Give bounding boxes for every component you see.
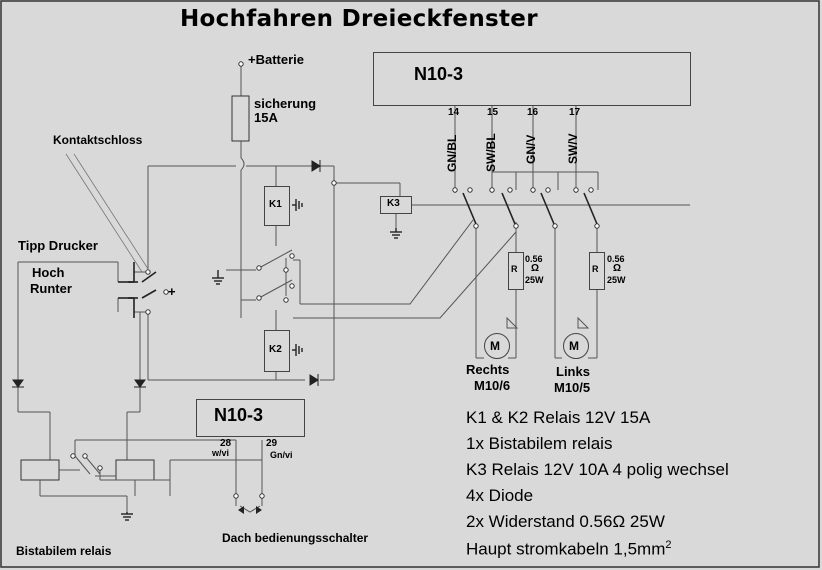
motor-left: [563, 333, 589, 359]
spec-line-5-ohm: Ω: [612, 512, 626, 531]
resistor-left: [589, 252, 605, 290]
bistable-relay-label: Bistabilem relais: [16, 544, 112, 558]
page-title: Hochfahren Dreieckfenster: [180, 6, 538, 32]
relay-k2-label: K2: [269, 344, 282, 355]
battery-label: +Batterie: [248, 52, 304, 67]
runter-label: Runter: [30, 281, 72, 296]
fuse-rating: 15A: [254, 110, 278, 125]
motor-left-label: Links: [556, 364, 590, 379]
ecu-pin-16: 16: [527, 107, 539, 118]
resistor-left-ohm: Ω: [613, 263, 622, 274]
ecu-pin-29: 29: [266, 438, 278, 449]
ecu-bottom-name: N10-3: [214, 405, 264, 425]
wire-gn-bl: GN/BL: [445, 134, 459, 172]
resistor-left-label: R: [592, 264, 599, 274]
motor-right-label: Rechts: [466, 362, 510, 377]
relay-k3-label: K3: [387, 198, 400, 209]
roof-switch-label: Dach bedienungsschalter: [222, 531, 369, 545]
ecu-top-box: [373, 52, 691, 106]
ecu-bottom-box: [196, 399, 305, 437]
spec-line-6-sup: 2: [665, 539, 672, 551]
motor-left-code: M10/5: [554, 380, 591, 395]
resistor-right-ohm: Ω: [531, 263, 540, 274]
resistor-right-power: 25W: [525, 275, 544, 285]
spec-line-3: K3 Relais 12V 10A 4 polig wechsel: [466, 460, 729, 479]
spec-line-6: Haupt stromkabeln 1,5mm2: [466, 539, 672, 560]
resistor-right-label: R: [511, 264, 518, 274]
resistor-left-power: 25W: [607, 275, 626, 285]
motor-right: [484, 333, 510, 359]
ecu-pin-17: 17: [569, 107, 581, 118]
tipp-label: Tipp Drucker: [18, 238, 98, 253]
motor-right-symbol: M: [490, 339, 500, 353]
spec-line-6-text: Haupt stromkabeln 1,5mm: [466, 539, 666, 559]
wire-sw-v: SW/V: [566, 133, 580, 164]
relay-k3: [380, 196, 412, 214]
resistor-left-value: 0.56: [607, 254, 625, 264]
ecu-top-name: N10-3: [414, 64, 464, 84]
motor-right-code: M10/6: [474, 378, 511, 393]
ecu-pin-28: 28: [220, 438, 232, 449]
ecu-wire-28: w/vi: [212, 448, 230, 458]
plus-label: +: [168, 284, 176, 299]
spec-line-5-text: 2x Widerstand 0.56: [466, 512, 613, 531]
fuse: [231, 95, 250, 142]
fuse-label: sicherung: [254, 96, 317, 111]
spec-line-5: 2x Widerstand 0.56Ω 25W: [466, 512, 665, 532]
wire-gn-v: GN/V: [524, 134, 538, 164]
spec-line-4: 4x Diode: [466, 486, 534, 505]
resistor-right-value: 0.56: [525, 254, 543, 264]
wire-sw-bl: SW/BL: [484, 133, 498, 172]
resistor-right: [508, 252, 524, 290]
ecu-pin-14: 14: [448, 107, 460, 118]
spec-line-2: 1x Bistabilem relais: [466, 434, 613, 453]
spec-line-1: K1 & K2 Relais 12V 15A: [466, 408, 651, 427]
ignition-label: Kontaktschloss: [53, 133, 143, 147]
spec-line-5-power: 25W: [625, 512, 665, 531]
motor-left-symbol: M: [569, 339, 579, 353]
ecu-wire-29: Gn/vi: [270, 450, 293, 460]
ecu-pin-15: 15: [487, 107, 499, 118]
hoch-label: Hoch: [32, 265, 65, 280]
relay-k1-label: K1: [269, 199, 282, 210]
relay-k2: [264, 330, 290, 372]
relay-k1: [264, 186, 290, 226]
